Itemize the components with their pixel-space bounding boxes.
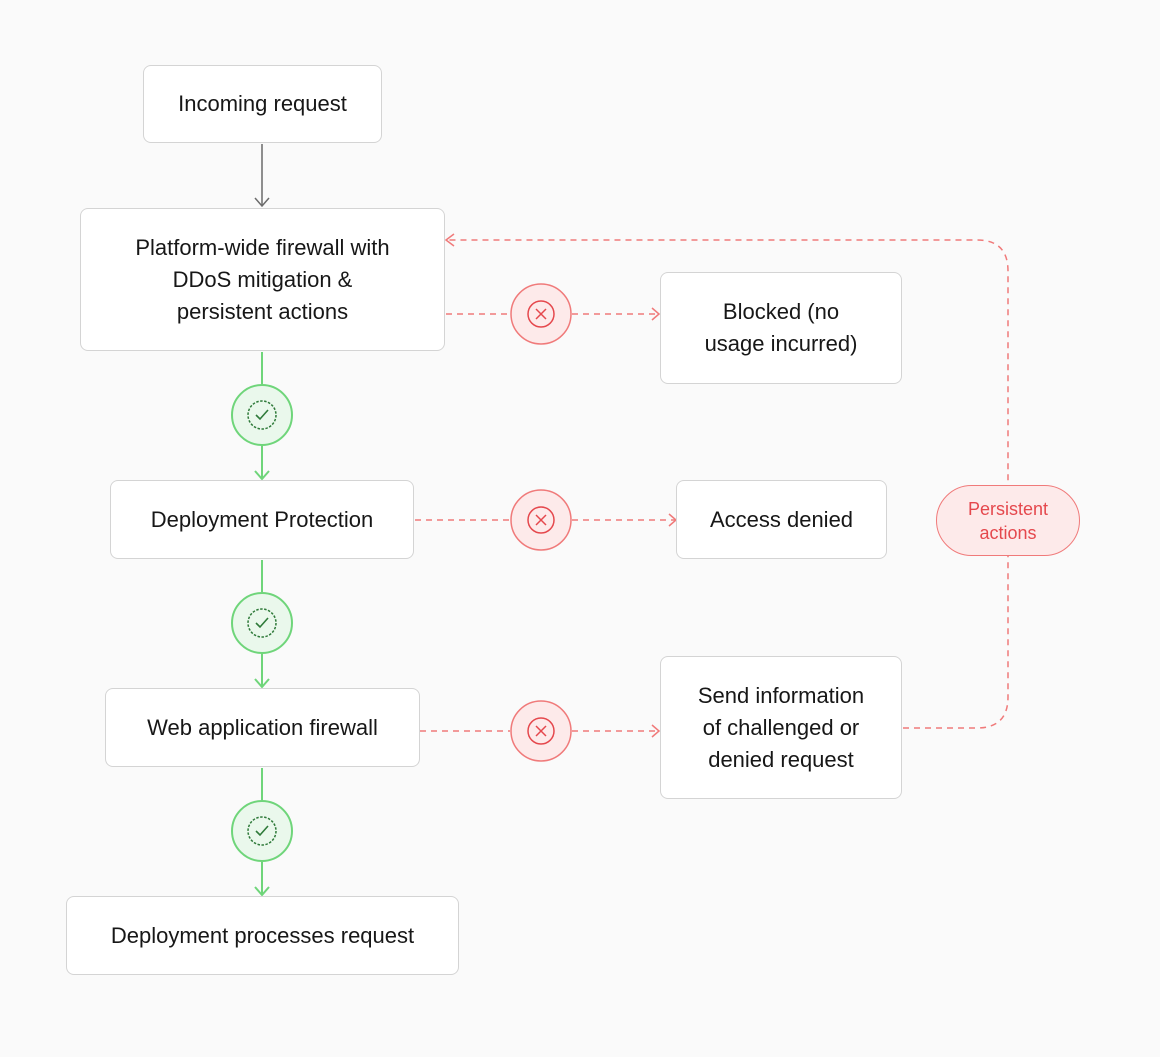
arrow-firewall-to-deployment-protection [254, 352, 270, 481]
node-send-information: Send information of challenged or denied… [660, 656, 902, 799]
node-blocked: Blocked (no usage incurred) [660, 272, 902, 384]
node-incoming-request-label: Incoming request [178, 91, 347, 116]
feedback-loop-arrow [444, 233, 1009, 729]
pass-check-2-icon [231, 592, 293, 654]
deny-x-3-icon [510, 700, 572, 762]
node-waf-label: Web application firewall [147, 714, 378, 740]
deny-x-1-icon [510, 283, 572, 345]
node-blocked-label: Blocked (no usage incurred) [704, 299, 858, 356]
node-deployment-protection: Deployment Protection [110, 480, 414, 559]
node-access-denied-label: Access denied [709, 506, 854, 532]
arrow-waf-to-deployment [254, 768, 270, 897]
node-access-denied: Access denied [676, 480, 887, 559]
arrow-deployment-protection-to-waf [254, 560, 270, 689]
deny-arrow-firewall-to-blocked [446, 307, 661, 321]
node-platform-firewall-label: Platform-wide firewall with DDoS mitigat… [135, 234, 390, 324]
deny-x-2-icon [510, 489, 572, 551]
node-deployment-processes-label: Deployment processes request [110, 922, 415, 948]
node-platform-firewall: Platform-wide firewall with DDoS mitigat… [80, 208, 445, 351]
deny-arrow-waf-to-send-info [420, 724, 661, 738]
node-send-information-label: Send information of challenged or denied… [697, 682, 865, 772]
pass-check-1-icon [231, 384, 293, 446]
node-incoming-request: Incoming request [143, 65, 382, 143]
node-web-application-firewall: Web application firewall [105, 688, 420, 767]
node-deployment-protection-label: Deployment Protection [150, 506, 374, 532]
arrow-incoming-to-firewall [254, 144, 270, 208]
pass-check-3-icon [231, 800, 293, 862]
node-deployment-processes: Deployment processes request [66, 896, 459, 975]
persistent-actions-label: Persistent actions [967, 498, 1049, 543]
persistent-actions-badge: Persistent actions [936, 485, 1080, 556]
